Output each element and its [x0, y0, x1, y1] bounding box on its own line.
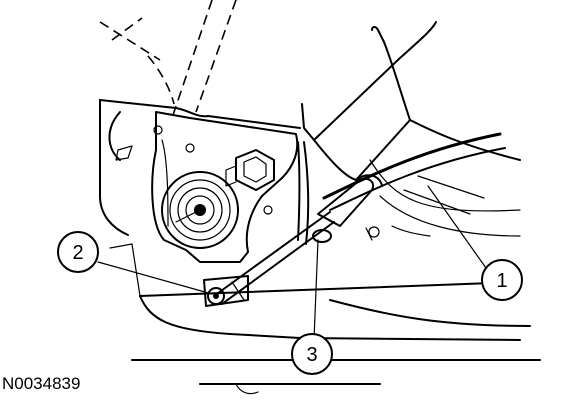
hex-bolt [225, 149, 275, 191]
callout-2: 2 [57, 231, 99, 273]
spring-spool [161, 171, 239, 249]
figure-id: N0034839 [2, 374, 80, 393]
callout-1: 1 [481, 259, 523, 301]
callout-2-label: 2 [72, 242, 83, 264]
callout-1-label: 1 [496, 270, 507, 292]
leader-2 [97, 261, 213, 295]
phantom-lines [99, 0, 237, 119]
callout-3-label: 3 [306, 344, 317, 366]
frame-rails [109, 243, 541, 395]
leader-lines [97, 185, 487, 341]
release-tool [203, 174, 383, 307]
bracket-housing [99, 99, 301, 263]
leader-1 [427, 185, 487, 269]
seat-frame [297, 21, 521, 245]
leader-3 [313, 239, 319, 341]
callout-3: 3 [291, 333, 333, 375]
